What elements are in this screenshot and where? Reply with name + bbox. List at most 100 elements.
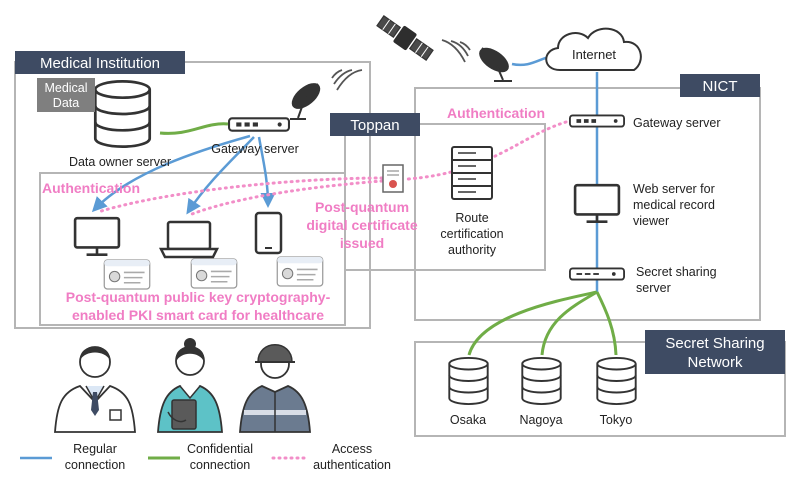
legend-regular-label-line2: connection <box>65 458 126 472</box>
secret-sharing-server-icon <box>569 267 625 281</box>
cloud-icon <box>545 27 642 71</box>
regular-connection-to-desktop <box>91 134 251 213</box>
server-rack-icon <box>451 146 493 200</box>
web-server: Web server for medical record viewer <box>573 182 715 228</box>
doctor-pocket <box>109 409 122 421</box>
nurse-hair-bun <box>184 338 196 350</box>
smart-card-caption-line2: enabled PKI smart card for healthcare <box>72 307 324 323</box>
legend-confidential-label-line1: Confidential <box>187 442 253 456</box>
certificate-caption: Post-quantum digital certificate issued <box>306 199 417 251</box>
secret-sharing-network-title-line1: Secret Sharing <box>665 335 764 352</box>
medical-gateway-router-icon <box>228 117 290 132</box>
signal-wave <box>441 39 466 63</box>
dish-feed <box>305 83 319 97</box>
legend-confidential-label-line2: connection <box>190 458 251 472</box>
osaka-label: Osaka <box>450 413 486 427</box>
legend: Regular connection Confidential connecti… <box>20 442 391 472</box>
panel-grid <box>388 23 396 35</box>
smart-card-caption-line1: Post-quantum public key cryptography- <box>66 289 331 305</box>
confidential-connection-to-nagoya <box>540 290 598 356</box>
tokyo-database-icon <box>596 357 637 405</box>
certificate-paper <box>382 164 404 193</box>
medical-data-label-line1: Medical <box>44 81 87 95</box>
nagoya-database-icon <box>521 357 562 405</box>
route-certification-authority: Route certification authority <box>440 146 504 257</box>
toppan-region <box>344 123 546 271</box>
panel-grid <box>415 42 423 53</box>
doctor-tie <box>91 392 99 416</box>
internet-cloud: Internet <box>545 27 642 71</box>
nict-gateway-router-icon <box>569 114 625 128</box>
route-ca-label-line1: Route <box>455 211 488 225</box>
laptop-keyboard <box>158 247 220 259</box>
region-headers: Medical Institution Toppan NICT Secret S… <box>15 51 785 374</box>
confidential-connection-to-osaka <box>467 290 598 356</box>
nurse-hair <box>175 346 205 362</box>
medical-data-tag <box>37 78 95 112</box>
smart-card-icon <box>190 258 238 289</box>
worker-helmet <box>257 344 293 363</box>
worker-figure-icon <box>239 344 311 433</box>
medical-data-label-line2: Data <box>53 96 79 110</box>
certificate-caption-line1: Post-quantum <box>315 199 409 215</box>
nict-header <box>680 74 760 97</box>
dish-stand <box>297 103 304 119</box>
smart-card-icon <box>276 256 324 287</box>
web-server-monitor-icon <box>573 183 621 224</box>
signal-wave <box>459 41 471 51</box>
region-frames <box>14 61 786 437</box>
access-authentication-to-desktop <box>96 176 384 214</box>
medical-institution-region <box>14 61 371 329</box>
nict-gateway-server: Gateway server <box>569 114 721 130</box>
web-server-label-line3: viewer <box>633 214 669 228</box>
secret-sharing-server: Secret sharing server <box>569 265 717 295</box>
web-server-label-line2: medical record <box>633 198 715 212</box>
tablet-body <box>254 211 283 255</box>
confidential-connection-to-tokyo <box>595 291 618 356</box>
medical-gateway-server: Gateway server <box>211 117 299 156</box>
data-owner-server: Medical Data Data owner server <box>37 78 171 169</box>
connections <box>91 54 618 356</box>
route-ca-label-line3: authority <box>448 243 497 257</box>
web-server-label-line1: Web server for <box>633 182 715 196</box>
authentication-left: Authentication <box>42 180 140 196</box>
certificate-caption-line3: issued <box>340 235 384 251</box>
toppan-authentication: Authentication <box>447 105 545 121</box>
tokyo-label: Tokyo <box>600 413 633 427</box>
access-authentication-to-laptop <box>190 179 384 216</box>
medical-signal-waves-icon <box>331 69 363 91</box>
toppan-title: Toppan <box>350 117 399 134</box>
legend-access-label-line2: authentication <box>313 458 391 472</box>
regular-connection-to-laptop <box>186 136 255 215</box>
route-ca-label-line2: certification <box>440 227 503 241</box>
satellite-icon <box>376 15 434 61</box>
signal-wave <box>333 69 353 85</box>
internet-label: Internet <box>572 47 616 62</box>
toppan-authentication-label: Authentication <box>447 105 545 121</box>
panel-grid <box>420 46 429 57</box>
nurse-tablet <box>171 399 197 430</box>
medical-institution-title: Medical Institution <box>40 55 160 72</box>
signal-wave <box>331 69 343 79</box>
legend-regular-label-line1: Regular <box>73 442 117 456</box>
nict-region <box>414 87 761 321</box>
secret-sharing-server-label-line1: Secret sharing <box>636 265 717 279</box>
tablet-icon <box>254 211 283 255</box>
doctor-hair <box>79 346 111 360</box>
laptop-screen <box>166 220 212 251</box>
internet-signal-waves-icon <box>441 39 471 63</box>
certificate-caption-line2: digital certificate <box>306 217 417 233</box>
doctor-figure-icon <box>54 346 136 433</box>
access-authentication-nict-to-toppan <box>406 120 568 181</box>
confidential-connection-data-owner-to-gateway <box>159 122 229 135</box>
data-owner-server-label: Data owner server <box>69 155 171 169</box>
secret-sharing-server-label-line2: server <box>636 281 671 295</box>
ssn-node-nagoya: Nagoya <box>519 357 563 427</box>
signal-wave <box>336 69 363 91</box>
satellite-panel-right <box>408 37 434 61</box>
signal-wave <box>450 40 469 57</box>
nurse-arm <box>167 411 187 423</box>
certificate-icon <box>382 164 404 193</box>
panel-grid <box>382 19 391 31</box>
